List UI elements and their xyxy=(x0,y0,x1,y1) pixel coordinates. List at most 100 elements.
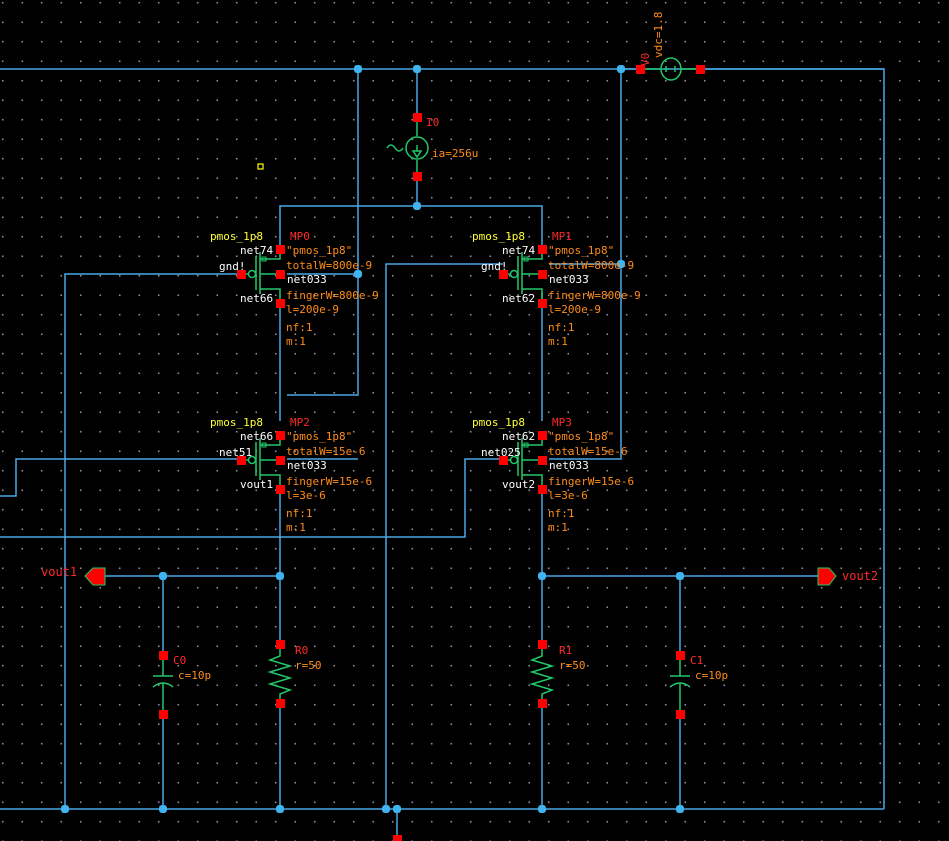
mp3-fingerw-label: fingerW=15e-6 xyxy=(548,475,635,488)
junction-dot xyxy=(159,572,167,580)
mp0-model-label: "pmos_1p8" xyxy=(286,244,353,257)
mp1-drain-net-label: net74 xyxy=(502,244,536,257)
junction-dot xyxy=(538,805,546,813)
junction-dot xyxy=(61,805,69,813)
mp1-m-label: m:1 xyxy=(548,335,568,348)
mp1-pmos-symbol[interactable] xyxy=(499,245,547,308)
mp2-model-label: "pmos_1p8" xyxy=(286,430,353,443)
mp0-gate-net-label: gnd! xyxy=(219,260,246,273)
c1-instance-label: C1 xyxy=(690,654,704,667)
wire-mp3-gate[interactable] xyxy=(0,458,503,538)
junction-dot xyxy=(676,805,684,813)
vout2-pin-label: vout2 xyxy=(842,569,879,583)
gnd-pin[interactable] xyxy=(393,835,402,841)
mp0-nf-label: nf:1 xyxy=(286,321,313,334)
mp2-body-net-label: net033 xyxy=(287,459,327,472)
mp0-pmos-symbol[interactable] xyxy=(237,245,285,308)
mp2-cell-label: pmos_1p8 xyxy=(210,416,263,429)
vout1-pin-symbol[interactable] xyxy=(84,567,106,586)
mp0-body-net-label: net033 xyxy=(287,273,327,286)
mp2-pmos-symbol[interactable] xyxy=(237,431,285,494)
mp3-source-net-label: vout2 xyxy=(502,478,536,491)
r1-symbol[interactable] xyxy=(529,640,555,708)
c0-symbol[interactable] xyxy=(152,651,174,719)
junction-dot xyxy=(354,65,362,73)
mp0-cell-label: pmos_1p8 xyxy=(210,230,263,243)
r1-param-label: r=50 xyxy=(559,659,586,672)
mp2-gate-net-label: net51 xyxy=(219,446,253,459)
i0-source-symbol[interactable] xyxy=(386,113,429,181)
mp3-length-label: l=3e-6 xyxy=(548,489,588,502)
mp0-instance-label: MP0 xyxy=(290,230,310,243)
junction-dot xyxy=(413,65,421,73)
vout2-pin-symbol[interactable] xyxy=(817,567,837,586)
mp2-fingerw-label: fingerW=15e-6 xyxy=(286,475,373,488)
mp1-model-label: "pmos_1p8" xyxy=(548,244,615,257)
i0-instance-label: I0 xyxy=(426,116,440,129)
mp3-cell-label: pmos_1p8 xyxy=(472,416,525,429)
mp3-pmos-symbol[interactable] xyxy=(499,431,547,494)
v0-param-label: vdc=1.8 xyxy=(652,11,665,58)
c1-param-label: c=10p xyxy=(695,669,729,682)
junction-dot xyxy=(617,260,625,268)
wire-i0-bot[interactable] xyxy=(416,176,543,249)
wire-mp1-gate[interactable] xyxy=(385,263,503,809)
wire-body-net033-left[interactable] xyxy=(287,69,359,396)
mp2-instance-label: MP2 xyxy=(290,416,310,429)
mp2-length-label: l=3e-6 xyxy=(286,489,326,502)
junction-dot xyxy=(393,805,401,813)
mp1-cell-label: pmos_1p8 xyxy=(472,230,525,243)
wire-mp2-gate[interactable] xyxy=(0,458,242,497)
c0-param-label: c=10p xyxy=(178,669,212,682)
r0-symbol[interactable] xyxy=(267,640,293,708)
mp3-nf-label: nf:1 xyxy=(548,507,575,520)
mp0-source-net-label: net66 xyxy=(240,292,274,305)
junction-dot xyxy=(354,270,362,278)
junction-dots xyxy=(61,65,684,813)
mp2-m-label: m:1 xyxy=(286,521,306,534)
r0-param-label: r=50 xyxy=(295,659,322,672)
junction-dot xyxy=(617,65,625,73)
mp1-source-net-label: net62 xyxy=(502,292,536,305)
vout1-pin-label: vout1 xyxy=(41,565,78,579)
mp2-nf-label: nf:1 xyxy=(286,507,313,520)
wire-mp0-drain-top[interactable] xyxy=(279,205,417,249)
mp1-fingerw-label: fingerW=800e-9 xyxy=(548,289,641,302)
mp1-instance-label: MP1 xyxy=(552,230,572,243)
wire-mp0-gate[interactable] xyxy=(64,273,242,809)
junction-dot xyxy=(413,202,421,210)
r1-instance-label: R1 xyxy=(559,644,573,657)
mp3-drain-net-label: net62 xyxy=(502,430,536,443)
mp2-totalw-label: totalW=15e-6 xyxy=(286,445,366,458)
mp2-source-net-label: vout1 xyxy=(240,478,274,491)
wire-body-net033-right[interactable] xyxy=(549,69,622,460)
v0-instance-label: V0 xyxy=(639,52,652,66)
mp2-drain-net-label: net66 xyxy=(240,430,274,443)
mp1-totalw-label: totalW=800e-9 xyxy=(548,259,635,272)
mp1-gate-net-label: gnd! xyxy=(481,260,508,273)
v0-source-symbol[interactable] xyxy=(636,57,705,81)
mp0-fingerw-label: fingerW=800e-9 xyxy=(286,289,379,302)
mp3-instance-label: MP3 xyxy=(552,416,572,429)
selection-marker xyxy=(257,163,264,170)
mp3-body-net-label: net033 xyxy=(549,459,589,472)
junction-dot xyxy=(538,572,546,580)
junction-dot xyxy=(159,805,167,813)
mp3-gate-net-label: net025 xyxy=(481,446,521,459)
wires xyxy=(0,68,885,838)
mp0-length-label: l=200e-9 xyxy=(286,303,339,316)
c1-symbol[interactable] xyxy=(669,651,691,719)
mp1-length-label: l=200e-9 xyxy=(548,303,601,316)
junction-dot xyxy=(676,572,684,580)
junction-dot xyxy=(276,572,284,580)
wire-vdd-top[interactable] xyxy=(0,68,885,809)
mp0-drain-net-label: net74 xyxy=(240,244,274,257)
mp3-totalw-label: totalW=15e-6 xyxy=(548,445,628,458)
i0-param-label: ia=256u xyxy=(432,147,479,160)
junction-dot xyxy=(276,805,284,813)
mp0-m-label: m:1 xyxy=(286,335,306,348)
mp0-totalw-label: totalW=800e-9 xyxy=(286,259,373,272)
mp3-m-label: m:1 xyxy=(548,521,568,534)
